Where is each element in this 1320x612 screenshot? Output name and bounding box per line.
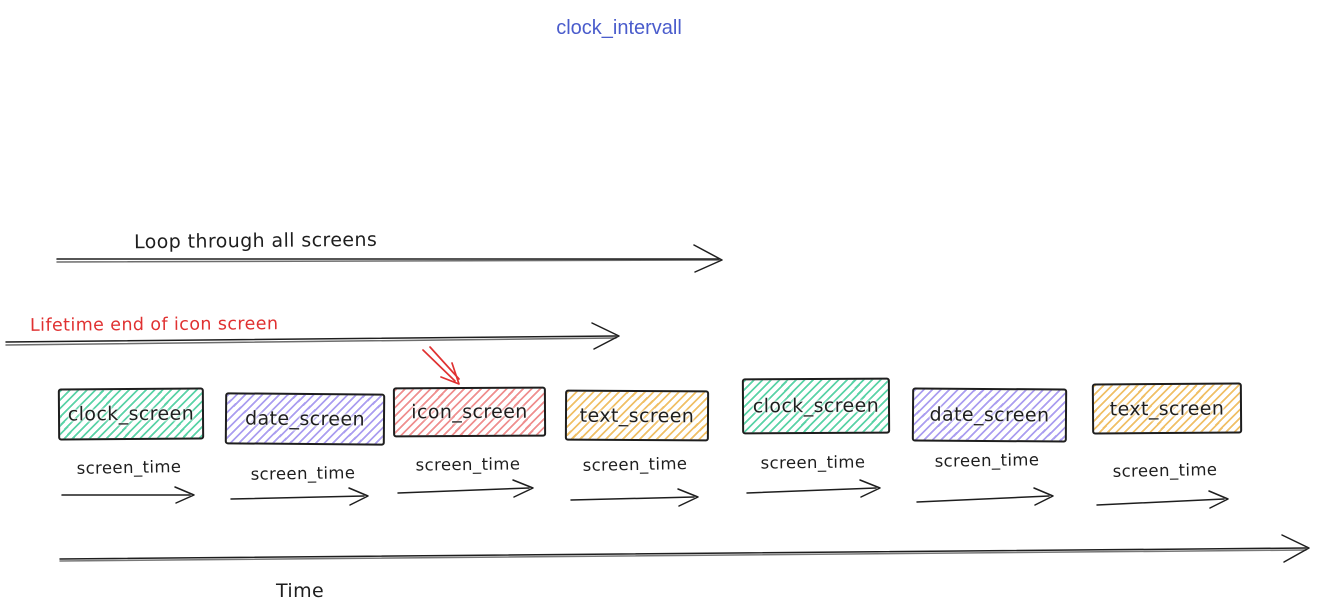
lifetime-arrow [5,322,620,350]
box-label: date_screen [244,407,366,431]
loop-label: Loop through all screens [133,228,378,254]
screen-time-label: screen_time [582,454,688,475]
screen-time-label: screen_time [250,463,356,484]
screen-time-label: screen_time [760,452,866,473]
screen-time-label: screen_time [76,457,182,478]
box-label: clock_screen [67,402,195,426]
lifetime-label: Lifetime end of icon screen [29,314,279,336]
box-icon-screen: icon_screen [392,386,547,438]
time-axis-label: Time [276,580,325,602]
box-date-screen-1: date_screen [224,392,386,446]
screen-time-arrow [397,479,534,498]
screen-time-arrow [1096,490,1229,509]
box-clock-screen-1: clock_screen [57,387,205,441]
loop-arrow [56,244,723,273]
screen-time-arrow [746,479,881,498]
box-clock-screen-2: clock_screen [741,377,891,435]
screen-time-label: screen_time [934,450,1040,471]
box-label: text_screen [1109,397,1225,420]
box-label: clock_screen [752,394,880,418]
box-label: date_screen [929,403,1050,427]
screen-time-arrow [61,486,195,504]
box-date-screen-2: date_screen [911,387,1068,443]
box-label: icon_screen [411,400,528,424]
screen-time-arrow [916,487,1054,506]
red-pointer-arrow [422,346,460,385]
screen-time-arrow [570,488,699,507]
screen-time-arrow [230,487,369,506]
box-label: text_screen [579,404,695,427]
screen-time-label: screen_time [1112,460,1218,481]
screen-time-label: screen_time [415,454,521,475]
box-text-screen-1: text_screen [564,389,710,442]
time-axis-arrow [59,534,1310,563]
box-text-screen-2: text_screen [1091,382,1243,435]
diagram-title: clock_intervall [556,17,682,39]
